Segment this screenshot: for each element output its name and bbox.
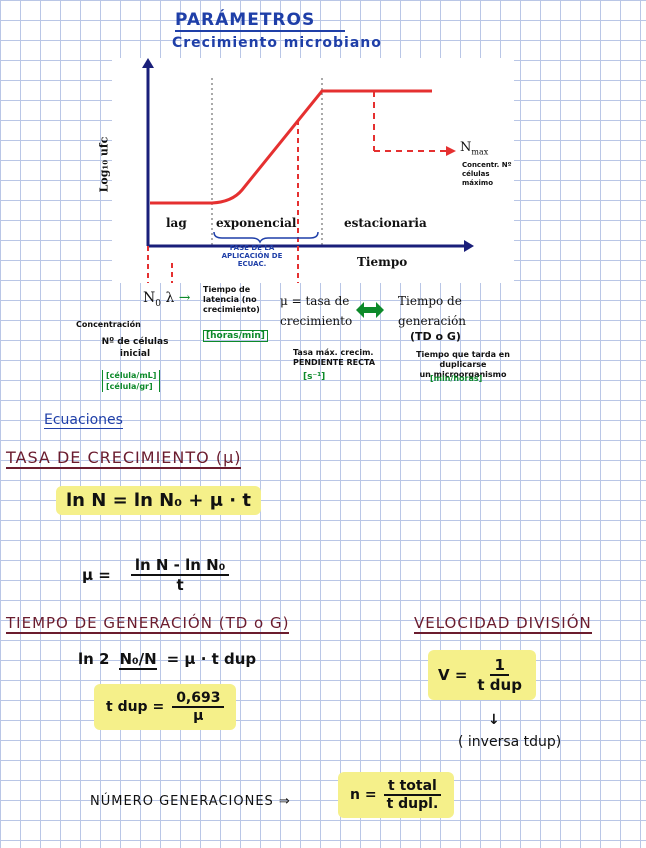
- tasa-heading: TASA DE CRECIMIENTO (μ): [6, 448, 242, 469]
- phase-estacionaria-label: estacionaria: [344, 216, 427, 230]
- velocidad-heading: VELOCIDAD DIVISIÓN: [414, 614, 592, 634]
- n0-note-cells: Nº de células inicial: [101, 337, 169, 359]
- x-axis-label: Tiempo: [357, 255, 408, 269]
- y-axis-label: Log₁₀ ufc: [97, 136, 111, 193]
- mu-note: Tasa máx. crecim. PENDIENTE RECTA: [293, 348, 376, 367]
- page-subtitle: Crecimiento microbiano: [172, 35, 382, 51]
- lambda-note: Tiempo de latencia (no crecimiento): [203, 285, 260, 314]
- equations-section-title: Ecuaciones: [44, 412, 123, 429]
- tg-heading: TIEMPO DE GENERACIÓN (TD o G): [6, 614, 290, 634]
- page-title: PARÁMETROS: [175, 10, 346, 32]
- phase-exponencial-label: exponencial: [216, 216, 297, 230]
- n0-label: N0 λ →: [143, 290, 191, 309]
- tg-label: Tiempo de generación: [398, 294, 467, 328]
- double-arrow-icon: [356, 302, 384, 322]
- exp-phase-note: FASE DE LA APLICACIÓN DE ECUAC.: [221, 244, 283, 268]
- tg-abbrev: (TD o G): [410, 330, 461, 343]
- nmax-label: Nmax: [460, 140, 489, 157]
- equation-ln2: ln 2 N₀/N = μ · t dup: [78, 650, 257, 670]
- mu-units: [s⁻¹]: [303, 372, 326, 382]
- equation-ln-n: ln N = ln N₀ + μ · t: [56, 486, 261, 515]
- generaciones-label: NÚMERO GENERACIONES ⇒: [90, 794, 291, 809]
- tg-units: [min/horas]: [430, 374, 483, 383]
- n0-units: [célula/mL][célula/gr]: [102, 370, 161, 392]
- nmax-note: Concentr. Nº células máximo: [462, 161, 512, 187]
- lambda-units: [horas/min]: [203, 330, 268, 342]
- down-arrow-icon: ↓: [488, 712, 500, 728]
- phase-lag-label: lag: [166, 216, 187, 230]
- growth-curve-svg: [142, 58, 474, 286]
- mu-label: μ = tasa de crecimiento: [280, 294, 353, 328]
- inversa-note: ( inversa tdup): [458, 734, 562, 750]
- growth-graph: Log₁₀ ufc lag exponencial estacionaria F…: [97, 58, 514, 286]
- n0-note-concentration: Concentración: [76, 320, 141, 329]
